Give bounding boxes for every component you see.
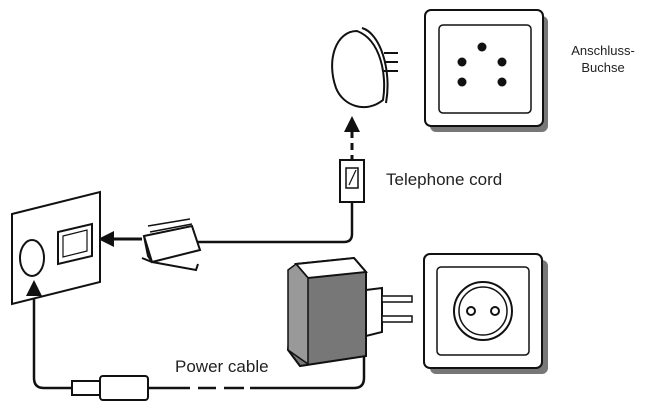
anschluss-label-line1: Anschluss-: [571, 43, 635, 58]
socket-pin-right: [497, 57, 507, 67]
outlet-hole-left: [466, 306, 476, 316]
arrow-head-up: [344, 116, 360, 132]
socket-pin-left: [457, 57, 467, 67]
device-back-panel: [11, 190, 101, 306]
power-cable-label: Power cable: [175, 357, 269, 376]
telephone-cord-connector: [339, 159, 365, 203]
arrow-head-power: [26, 280, 42, 296]
socket-pin-top: [477, 42, 487, 52]
anschluss-label-line2: Buchse: [581, 60, 625, 75]
telephone-cord-line: [198, 202, 354, 244]
power-wall-socket: [423, 253, 548, 374]
arrow-head-left: [98, 231, 114, 247]
telephone-input-jack: [57, 222, 93, 266]
rj-plug: [141, 218, 202, 272]
barrel-plug: [71, 375, 149, 401]
telephone-cord-label: Telephone cord: [386, 170, 503, 189]
phone-plug: [331, 27, 398, 109]
power-input-jack: [19, 239, 45, 277]
socket-pin-bottom-right: [497, 77, 507, 87]
anschluss-buchse-label: Anschluss- Buchse: [568, 42, 638, 76]
outlet-hole-right: [490, 306, 500, 316]
phone-wall-socket: [424, 9, 548, 132]
power-adapter: [286, 256, 413, 368]
socket-pin-bottom-left: [457, 77, 467, 87]
power-cable-line: [32, 298, 100, 390]
